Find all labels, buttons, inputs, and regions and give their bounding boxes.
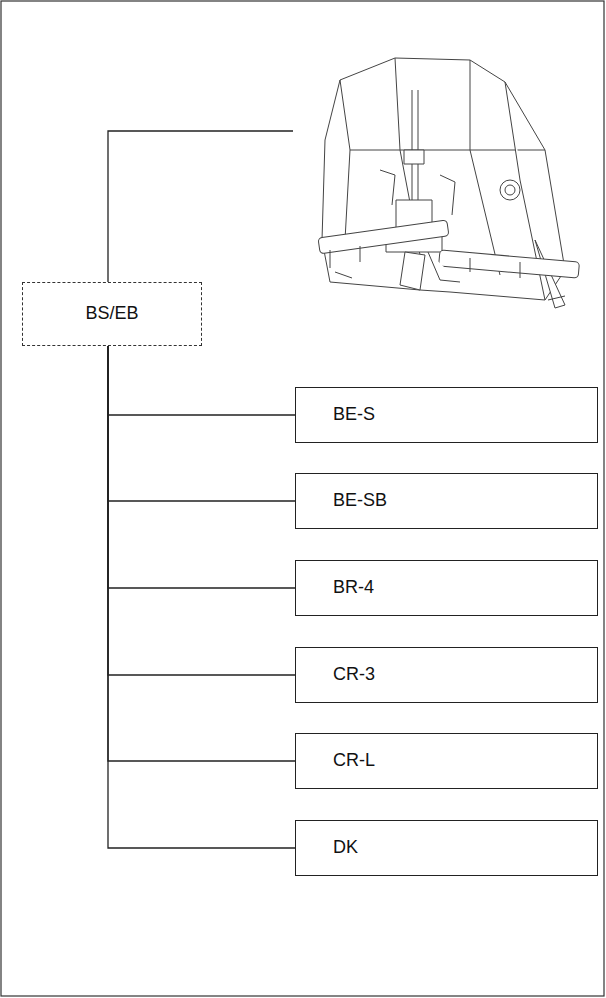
box-label: CR-3 [333,664,375,686]
tree-connector [108,346,295,848]
tree-connector [108,346,295,588]
box-label: DK [333,837,358,859]
tree-connector [108,346,295,761]
box-label: BE-S [333,404,375,426]
tree-connector [108,346,295,415]
group-box: BS/EB [22,282,202,346]
tree-connector [108,346,295,675]
machine-illustration [318,58,579,308]
tree-connector [108,346,295,501]
box-label: BE-SB [333,490,387,512]
module-box: CR-3 [295,647,598,703]
module-box: DK [295,820,598,876]
module-box: BR-4 [295,560,598,616]
box-label: CR-L [333,750,375,772]
module-box: BE-SB [295,473,598,529]
box-label: BR-4 [333,577,374,599]
module-box: CR-L [295,733,598,789]
leader-line [108,131,293,282]
box-label: BS/EB [85,303,138,325]
module-box: BE-S [295,387,598,443]
